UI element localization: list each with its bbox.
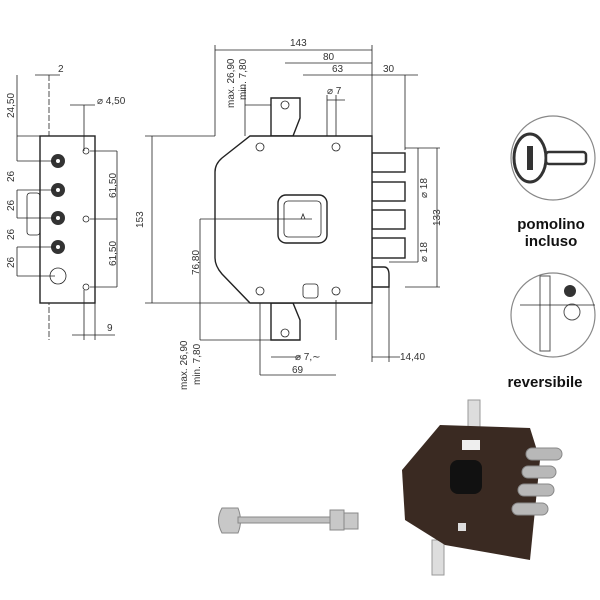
dim-bolt-span: 133: [432, 209, 443, 226]
screw-hole: [82, 283, 90, 291]
bolt-heads: [49, 154, 67, 285]
dim-pitch: 26: [6, 170, 17, 182]
dim-80: 80: [323, 52, 335, 63]
dim-height: 153: [135, 211, 146, 228]
dim-top-dia: ⌀ 7: [327, 86, 342, 97]
dim-hole-spacing: 61,50: [108, 241, 119, 266]
dim-top-plate-max: max. 26,90: [226, 58, 237, 108]
dim-bolt-dia: ⌀ 18: [419, 178, 430, 198]
latch-profile: [26, 192, 41, 236]
bolts: [371, 152, 406, 288]
screw-hole: [82, 215, 90, 223]
knob-label-2: incluso: [525, 233, 578, 250]
front-view: 143 80 63 30 ⌀ 7 153 76,80 ⌀ 18 ⌀ 18 133…: [135, 38, 443, 390]
dim-69: 69: [292, 365, 304, 376]
dim-top-plate-min: min. 7,80: [238, 58, 249, 100]
reversible-badge: reversibile: [507, 272, 596, 391]
dim-pitch: 26: [6, 228, 17, 240]
dim-pitch: 26: [6, 256, 17, 268]
dim-bolt-dia: ⌀ 18: [419, 242, 430, 262]
knob-label-1: pomolino: [517, 216, 585, 233]
dim-latch: 14,40: [400, 352, 425, 363]
reversible-label: reversibile: [507, 374, 582, 391]
top-plate: [270, 97, 301, 137]
dim-hole-spacing: 61,50: [108, 173, 119, 198]
dim-bottom-plate-max: max. 26,90: [179, 340, 190, 390]
screw-hole: [82, 147, 90, 155]
bottom-plate: [270, 302, 301, 341]
knob-badge: pomolino incluso: [510, 115, 596, 250]
faceplate: [39, 135, 96, 304]
dim-backset: 63: [332, 64, 344, 75]
dim-hole-dia: ⌀ 4,50: [97, 96, 126, 107]
dim-top-offset: 24,50: [6, 93, 17, 118]
dim-width: 143: [290, 38, 307, 49]
lock-photo: [402, 399, 563, 576]
dim-bottom-dia: ⌀ 7,∼: [295, 352, 321, 363]
key-image: [218, 507, 359, 534]
dim-bolt-projection: 30: [383, 64, 395, 75]
dim-key-height: 76,80: [191, 250, 202, 275]
dim-pitch: 26: [6, 199, 17, 211]
dim-thickness: 2: [58, 64, 64, 75]
side-view: 2 24,50 ⌀ 4,50 26 26 26 26 61,50 61,50 9: [6, 64, 126, 340]
dim-bottom-plate-min: min. 7,80: [192, 343, 203, 385]
dim-edge: 9: [107, 323, 113, 334]
faceplate-icon: [539, 275, 551, 352]
